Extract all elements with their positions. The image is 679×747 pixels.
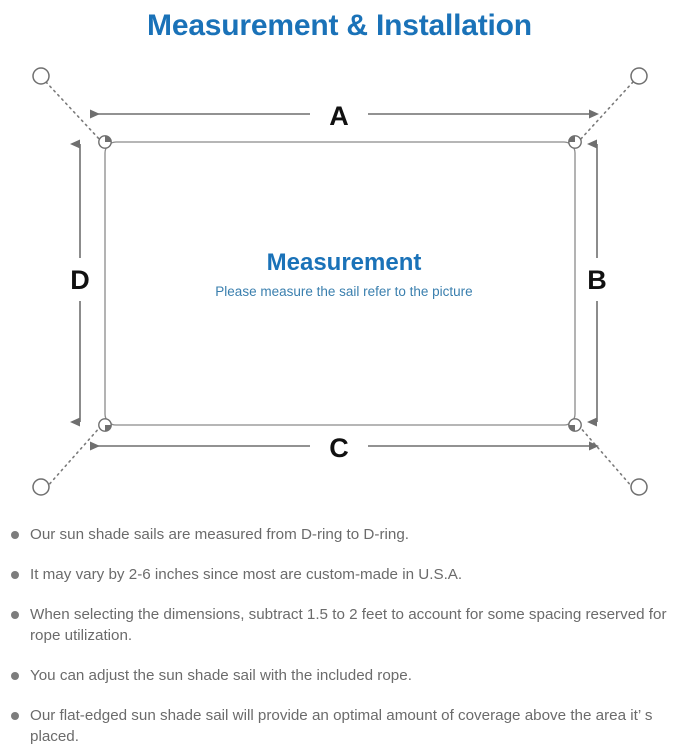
note-text: It may vary by 2-6 inches since most are… xyxy=(30,566,463,583)
anchor-points xyxy=(32,67,648,496)
list-item: You can adjust the sun shade sail with t… xyxy=(0,665,679,686)
measurement-diagram: A C D B Measurement Please measure the s… xyxy=(0,55,679,515)
rope-line-top-left xyxy=(45,81,102,142)
bullet-icon xyxy=(11,531,19,539)
rope-line-bottom-right xyxy=(578,425,634,489)
d-ring-wedge-top-left xyxy=(105,135,112,142)
list-item: Our sun shade sails are measured from D-… xyxy=(0,524,679,545)
bullet-icon xyxy=(11,712,19,720)
dimension-label-c: C xyxy=(329,433,349,463)
rope-line-bottom-left xyxy=(45,425,102,489)
anchor-point-bottom-left xyxy=(32,478,50,496)
list-item: Our flat-edged sun shade sail will provi… xyxy=(0,705,679,747)
anchor-point-top-left xyxy=(32,67,50,85)
note-text: You can adjust the sun shade sail with t… xyxy=(30,667,412,684)
note-text: When selecting the dimensions, subtract … xyxy=(30,606,667,644)
sail-body xyxy=(104,141,576,426)
note-text: Our sun shade sails are measured from D-… xyxy=(30,526,409,543)
anchor-point-top-right xyxy=(630,67,648,85)
rope-lines xyxy=(45,81,634,489)
note-text: Our flat-edged sun shade sail will provi… xyxy=(30,707,653,745)
bullet-icon xyxy=(11,571,19,579)
bullet-icon xyxy=(11,611,19,619)
sail-center-title: Measurement xyxy=(267,249,422,276)
d-ring-wedge-bottom-left xyxy=(105,425,112,432)
list-item: It may vary by 2-6 inches since most are… xyxy=(0,564,679,585)
dimension-label-a: A xyxy=(329,101,349,131)
page-title: Measurement & Installation xyxy=(147,9,532,42)
dimension-label-b: B xyxy=(587,265,607,295)
d-ring-wedge-bottom-right xyxy=(568,425,575,432)
rope-line-top-right xyxy=(578,81,634,142)
dimension-label-d: D xyxy=(70,265,90,295)
sail-center-subtitle: Please measure the sail refer to the pic… xyxy=(215,284,472,299)
d-ring-wedge-top-right xyxy=(568,135,575,142)
instruction-notes-list: Our sun shade sails are measured from D-… xyxy=(0,524,679,747)
list-item: When selecting the dimensions, subtract … xyxy=(0,604,679,646)
anchor-point-bottom-right xyxy=(630,478,648,496)
d-ring-fills xyxy=(105,135,575,432)
bullet-icon xyxy=(11,672,19,680)
